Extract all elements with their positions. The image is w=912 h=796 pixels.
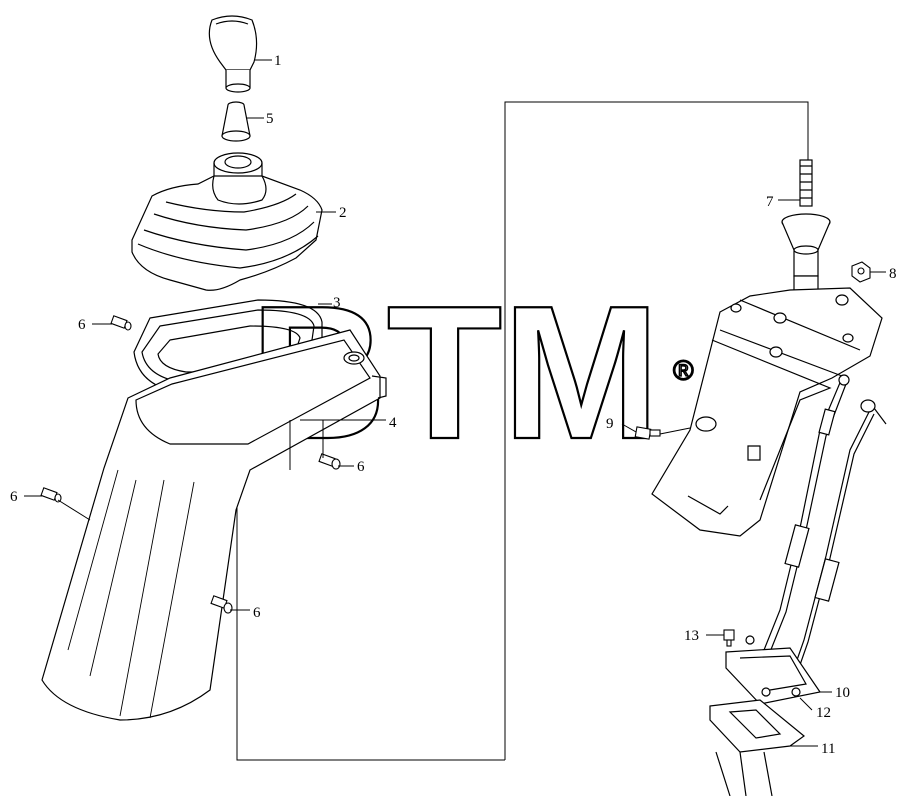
grouping-frame xyxy=(236,101,809,761)
callout-12: 12 xyxy=(816,705,831,721)
callout-6-right-upper: 6 xyxy=(357,459,365,475)
callout-11: 11 xyxy=(821,741,835,757)
screw-upper-left xyxy=(110,315,132,331)
callout-3: 3 xyxy=(333,295,341,311)
shift-boot xyxy=(131,152,323,291)
small-bolt xyxy=(723,629,735,647)
callout-6-left: 6 xyxy=(10,489,18,505)
callout-labels: 1 5 2 3 4 6 6 6 6 7 8 9 10 11 12 13 xyxy=(10,53,897,757)
callout-13: 13 xyxy=(684,628,699,644)
registered-mark: ® xyxy=(673,355,694,386)
cable-bracket-plate xyxy=(725,635,822,705)
callout-6-upper-left: 6 xyxy=(78,317,86,333)
callout-7: 7 xyxy=(766,194,774,210)
shift-knob xyxy=(208,15,258,93)
cable-mount-base xyxy=(709,699,805,796)
callout-1: 1 xyxy=(274,53,282,69)
cone-bushing xyxy=(221,101,251,142)
shift-cables xyxy=(759,374,887,683)
callout-6-right-lower: 6 xyxy=(253,605,261,621)
screw-left xyxy=(40,487,62,503)
hex-nut xyxy=(851,261,871,283)
callout-5: 5 xyxy=(266,111,274,127)
shifter-base-bracket xyxy=(651,287,883,537)
callout-8: 8 xyxy=(889,266,897,282)
console-housing xyxy=(41,329,387,721)
leader-lines xyxy=(24,59,886,747)
callout-2: 2 xyxy=(339,205,347,221)
callout-4: 4 xyxy=(389,415,397,431)
callout-9: 9 xyxy=(606,416,614,432)
callout-10: 10 xyxy=(835,685,850,701)
